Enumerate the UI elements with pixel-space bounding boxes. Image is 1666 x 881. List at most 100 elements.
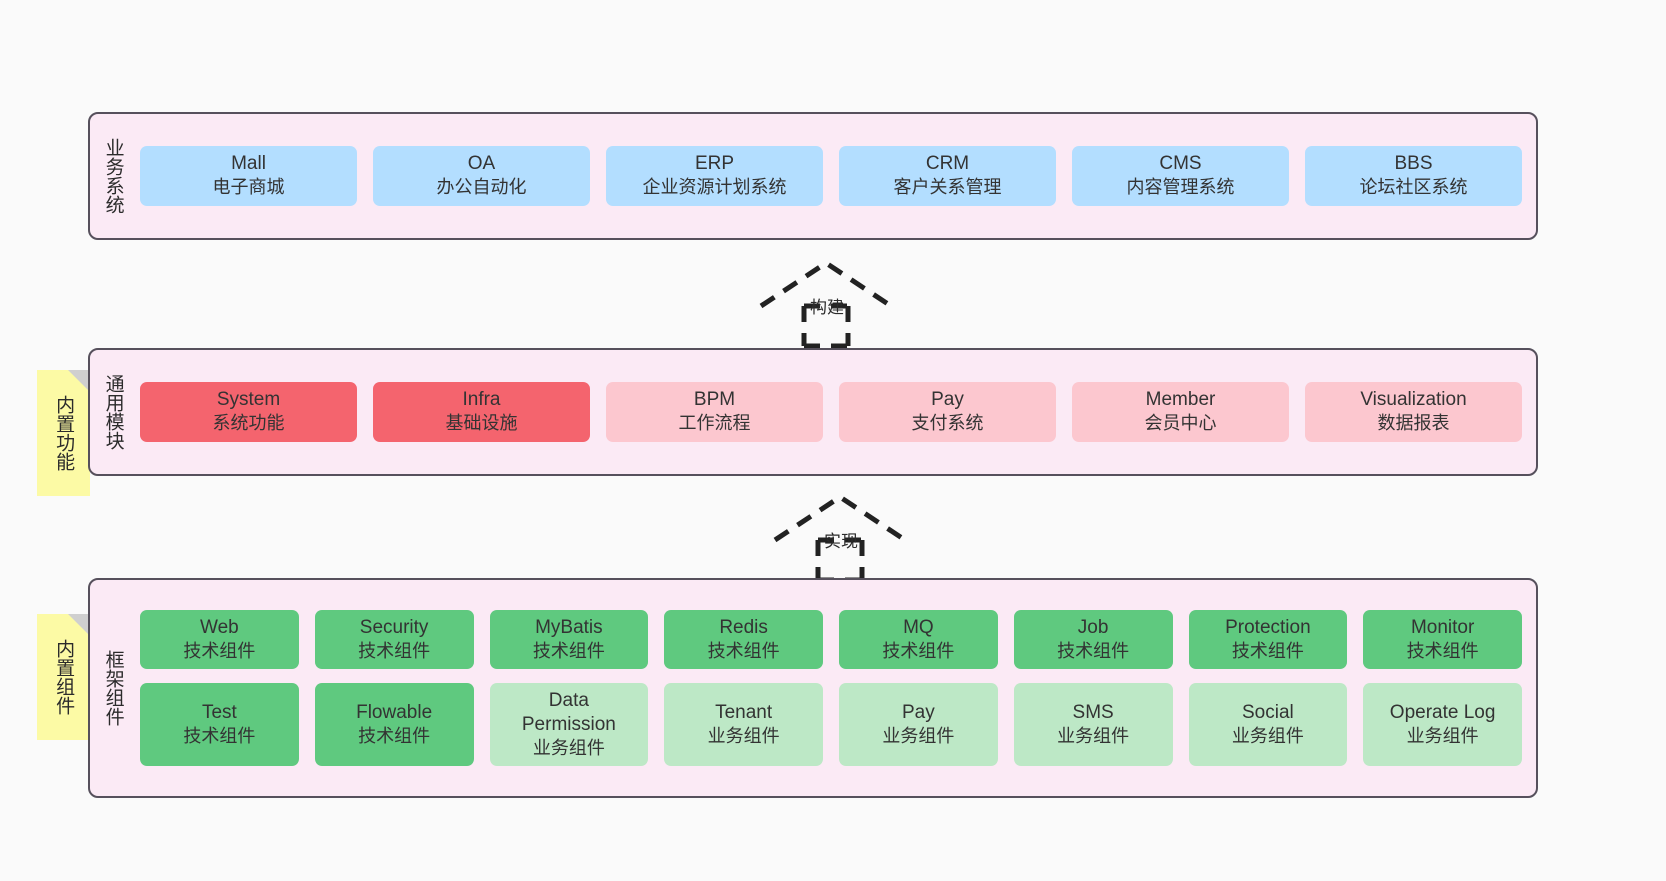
- node-infra[interactable]: Infra 基础设施: [373, 382, 590, 442]
- node-title: MyBatis: [535, 616, 603, 638]
- connector-build: 构建: [756, 258, 906, 349]
- node-subtitle: 技术组件: [707, 640, 780, 661]
- node-member[interactable]: Member 会员中心: [1072, 382, 1289, 442]
- framework-row-2: Test 技术组件 Flowable 技术组件 Data Permission …: [140, 683, 1522, 767]
- node-mall[interactable]: Mall 电子商城: [140, 146, 357, 206]
- node-subtitle: 技术组件: [1406, 640, 1479, 661]
- node-subtitle: 工作流程: [678, 413, 751, 434]
- node-title: Web: [200, 616, 239, 638]
- node-title: Test: [201, 702, 237, 723]
- note-fold-icon: [68, 614, 90, 636]
- node-sms[interactable]: SMS 业务组件: [1013, 683, 1173, 767]
- node-crm[interactable]: CRM 客户关系管理: [839, 146, 1056, 206]
- layer-business-boxes: Mall 电子商城 OA 办公自动化 ERP 企业资源计划系统 CRM 客户关系…: [136, 114, 1536, 238]
- node-subtitle: 业务组件: [532, 737, 605, 758]
- node-title: Infra: [462, 389, 501, 411]
- note-text: 内置功能: [53, 395, 75, 471]
- node-title: CMS: [1159, 153, 1202, 175]
- node-title: Redis: [719, 616, 768, 638]
- node-subtitle: 基础设施: [445, 413, 518, 434]
- node-subtitle: 业务组件: [1231, 725, 1304, 746]
- node-title: Social: [1242, 702, 1294, 723]
- node-title: Mall: [231, 153, 266, 175]
- node-title: CRM: [925, 153, 970, 175]
- node-title: Protection: [1225, 616, 1311, 638]
- connector-implement: 实现: [770, 492, 920, 583]
- node-subtitle: 技术组件: [358, 640, 431, 661]
- node-subtitle: 技术组件: [1057, 640, 1130, 661]
- layer-modules-boxes: System 系统功能 Infra 基础设施 BPM 工作流程 Pay 支付系统…: [136, 350, 1536, 474]
- node-title: MQ: [903, 616, 934, 638]
- node-title: Flowable: [356, 702, 433, 723]
- note-fold-icon: [68, 370, 90, 392]
- connector-implement-label: 实现: [824, 532, 858, 551]
- node-subtitle: 技术组件: [1231, 640, 1304, 661]
- node-redis[interactable]: Redis 技术组件: [664, 609, 823, 670]
- node-subtitle: 内容管理系统: [1126, 177, 1235, 198]
- layer-modules-label: 通用模块: [102, 374, 124, 450]
- node-test[interactable]: Test 技术组件: [140, 683, 299, 767]
- node-title: ERP: [694, 153, 735, 175]
- layer-framework-label: 框架组件: [102, 650, 124, 726]
- node-title: Data Permission: [521, 690, 616, 735]
- node-title: Operate Log: [1389, 702, 1496, 723]
- node-title: SMS: [1072, 702, 1114, 723]
- layer-business-label: 业务系统: [102, 138, 124, 214]
- node-subtitle: 会员中心: [1144, 413, 1217, 434]
- node-subtitle: 企业资源计划系统: [642, 177, 787, 198]
- node-title: Pay: [902, 702, 935, 723]
- node-cms[interactable]: CMS 内容管理系统: [1072, 146, 1289, 206]
- node-data-permission[interactable]: Data Permission 业务组件: [489, 683, 649, 767]
- node-monitor[interactable]: Monitor 技术组件: [1363, 609, 1522, 670]
- node-subtitle: 系统功能: [212, 413, 285, 434]
- node-title: BBS: [1394, 153, 1433, 175]
- node-title: Job: [1077, 616, 1109, 638]
- node-pay-component[interactable]: Pay 业务组件: [839, 683, 998, 767]
- layer-framework-boxes: Web 技术组件 Security 技术组件 MyBatis 技术组件 Redi…: [136, 580, 1536, 796]
- layer-business-systems: 业务系统 Mall 电子商城 OA 办公自动化 ERP 企业资源计划系统 CRM…: [88, 112, 1538, 240]
- modules-row: System 系统功能 Infra 基础设施 BPM 工作流程 Pay 支付系统…: [140, 382, 1522, 442]
- node-protection[interactable]: Protection 技术组件: [1188, 609, 1348, 670]
- node-title: Security: [359, 616, 429, 638]
- node-subtitle: 业务组件: [707, 725, 780, 746]
- node-subtitle: 办公自动化: [436, 177, 527, 198]
- node-visualization[interactable]: Visualization 数据报表: [1305, 382, 1522, 442]
- node-subtitle: 业务组件: [1057, 725, 1130, 746]
- layer-common-modules: 通用模块 System 系统功能 Infra 基础设施 BPM 工作流程 Pay…: [88, 348, 1538, 476]
- node-title: Member: [1145, 389, 1216, 411]
- node-subtitle: 电子商城: [212, 177, 285, 198]
- node-title: Visualization: [1360, 389, 1467, 411]
- node-tenant[interactable]: Tenant 业务组件: [664, 683, 823, 767]
- note-text: 内置组件: [53, 639, 75, 715]
- note-builtin-functions: 内置功能: [37, 370, 90, 496]
- node-mq[interactable]: MQ 技术组件: [839, 609, 998, 670]
- connector-build-label: 构建: [810, 298, 844, 317]
- node-subtitle: 客户关系管理: [893, 177, 1002, 198]
- node-bbs[interactable]: BBS 论坛社区系统: [1305, 146, 1522, 206]
- node-title: BPM: [693, 389, 736, 411]
- node-bpm[interactable]: BPM 工作流程: [606, 382, 823, 442]
- node-job[interactable]: Job 技术组件: [1013, 609, 1173, 670]
- node-oa[interactable]: OA 办公自动化: [373, 146, 590, 206]
- node-erp[interactable]: ERP 企业资源计划系统: [606, 146, 823, 206]
- layer-framework-components: 框架组件 Web 技术组件 Security 技术组件 MyBatis 技术组件…: [88, 578, 1538, 798]
- node-flowable[interactable]: Flowable 技术组件: [314, 683, 474, 767]
- node-title: OA: [467, 153, 496, 175]
- node-subtitle: 技术组件: [532, 640, 605, 661]
- node-title: Monitor: [1410, 616, 1475, 638]
- node-security[interactable]: Security 技术组件: [314, 609, 474, 670]
- business-row: Mall 电子商城 OA 办公自动化 ERP 企业资源计划系统 CRM 客户关系…: [140, 146, 1522, 206]
- node-web[interactable]: Web 技术组件: [140, 609, 299, 670]
- node-pay-module[interactable]: Pay 支付系统: [839, 382, 1056, 442]
- node-subtitle: 技术组件: [882, 640, 955, 661]
- node-subtitle: 支付系统: [911, 413, 984, 434]
- node-subtitle: 技术组件: [183, 640, 256, 661]
- note-builtin-components: 内置组件: [37, 614, 90, 740]
- node-mybatis[interactable]: MyBatis 技术组件: [489, 609, 649, 670]
- node-system[interactable]: System 系统功能: [140, 382, 357, 442]
- node-operate-log[interactable]: Operate Log 业务组件: [1363, 683, 1522, 767]
- node-subtitle: 技术组件: [358, 725, 431, 746]
- node-subtitle: 论坛社区系统: [1359, 177, 1468, 198]
- node-social[interactable]: Social 业务组件: [1188, 683, 1348, 767]
